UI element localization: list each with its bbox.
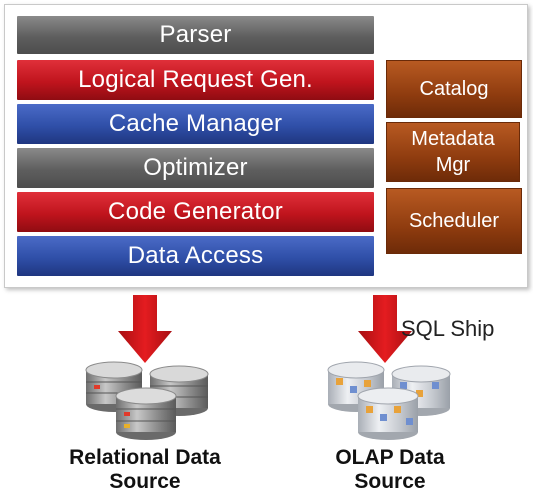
sql-ship-label: SQL Ship	[401, 316, 495, 341]
layer-code-generator: Code Generator	[17, 192, 374, 232]
olap-database-icon	[327, 361, 451, 440]
down-arrow-relational-icon	[118, 295, 172, 363]
olap-data-source-label: OLAP Data Source	[335, 446, 445, 493]
layer-parser: Parser	[17, 16, 374, 54]
side-box-scheduler: Scheduler	[386, 188, 522, 254]
layer-optimizer: Optimizer	[17, 148, 374, 188]
layer-data-access: Data Access	[17, 236, 374, 276]
layer-cache-manager: Cache Manager	[17, 104, 374, 144]
relational-database-icon	[85, 361, 209, 440]
down-arrow-olap-icon	[358, 295, 412, 363]
relational-data-source-label: Relational Data Source	[69, 446, 221, 493]
side-box-catalog: Catalog	[386, 60, 522, 118]
layer-logical-request-gen: Logical Request Gen.	[17, 60, 374, 100]
side-box-metadata-mgr: Metadata Mgr	[386, 122, 520, 182]
